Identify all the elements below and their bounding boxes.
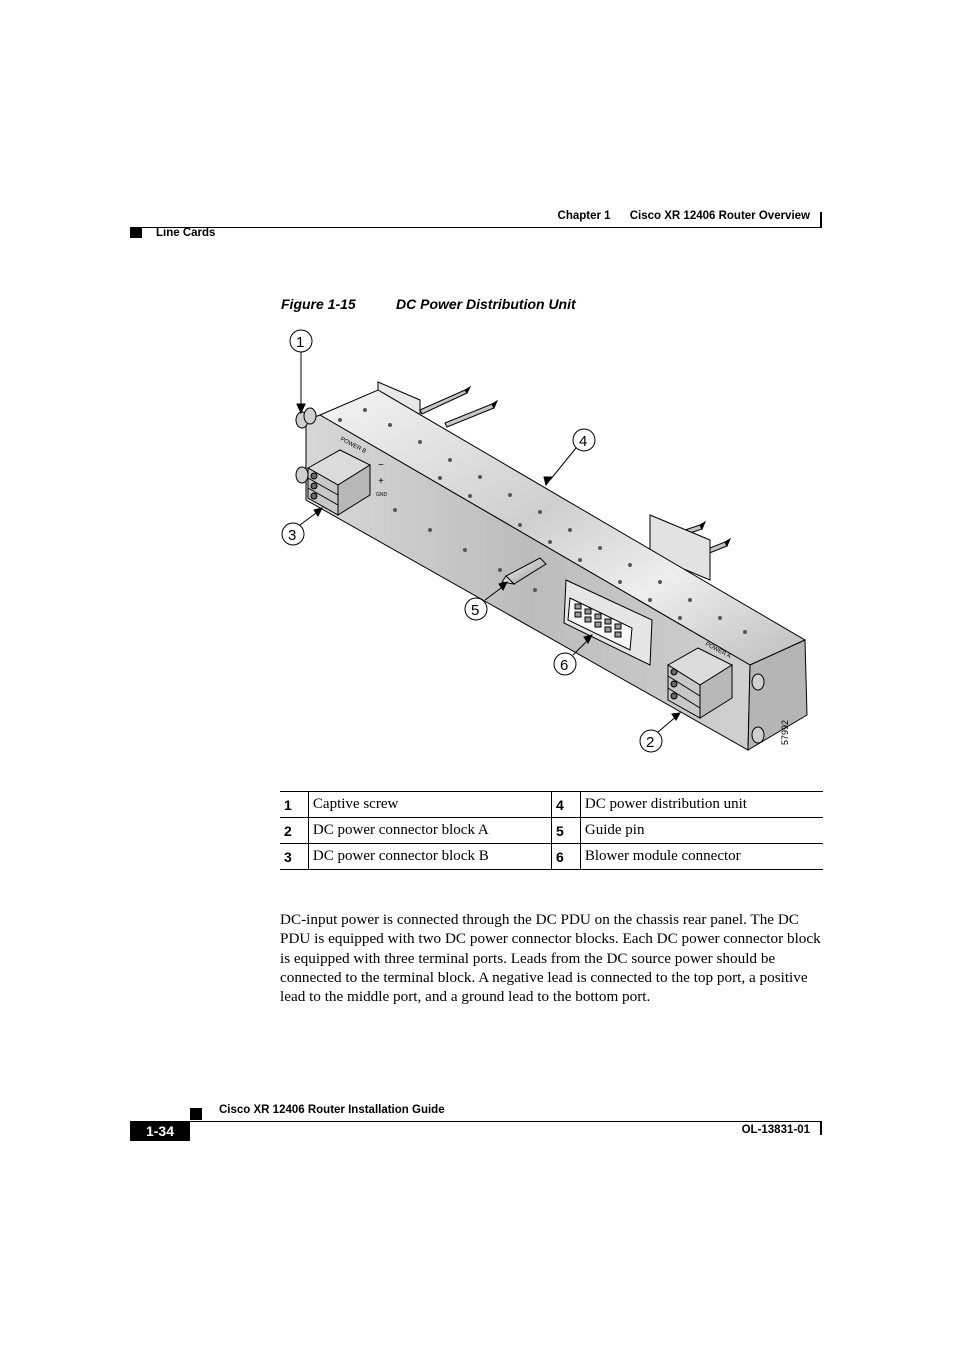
art-number: 57992: [780, 720, 790, 745]
footer-marker-block: [190, 1108, 202, 1120]
callout-6: 6: [560, 657, 568, 674]
footer-guide-title: Cisco XR 12406 Router Installation Guide: [219, 1104, 445, 1116]
table-row: 1 Captive screw 4 DC power distribution …: [280, 791, 823, 818]
power-connector-block-a: POWER A: [667, 641, 734, 719]
table-row: 2 DC power connector block A 5 Guide pin: [280, 817, 823, 844]
legend-description: Blower module connector: [580, 843, 823, 870]
figure-label: Figure 1-15: [281, 296, 356, 312]
legend-number: 4: [551, 791, 581, 818]
callout-3: 3: [288, 527, 296, 544]
legend-description: DC power distribution unit: [580, 791, 823, 818]
callout-5: 5: [471, 602, 479, 619]
figure-caption: Figure 1-15 DC Power Distribution Unit: [281, 296, 576, 312]
callouts: 1 2 3 4 5 6: [281, 329, 681, 753]
table-row: 3 DC power connector block B 6 Blower mo…: [280, 843, 823, 870]
gnd-label: GND: [376, 492, 388, 498]
plus-label: +: [378, 476, 384, 487]
legend-number: 5: [551, 817, 581, 844]
minus-label: −: [378, 460, 384, 471]
legend-description: DC power connector block B: [308, 843, 552, 870]
legend-description: Guide pin: [580, 817, 823, 844]
captive-screws: [295, 407, 765, 744]
figure-legend-table: 1 Captive screw 4 DC power distribution …: [280, 791, 823, 870]
header-rule: [130, 227, 822, 228]
footer-rule: [130, 1121, 822, 1122]
dc-pdu-illustration: POWER B − + GND POWER A 57992: [270, 320, 830, 770]
footer-rule-bar: [820, 1121, 822, 1135]
legend-number: 3: [280, 843, 309, 870]
header-section-title: Line Cards: [156, 227, 216, 239]
page-number: 1-34: [130, 1121, 190, 1141]
figure-title: DC Power Distribution Unit: [396, 296, 576, 312]
legend-description: DC power connector block A: [308, 817, 552, 844]
legend-number: 1: [280, 791, 309, 818]
pdu-end-face: [747, 639, 808, 751]
header-chapter-title: Chapter 1 Cisco XR 12406 Router Overview: [557, 210, 810, 222]
legend-description: Captive screw: [308, 791, 552, 818]
document-number: OL-13831-01: [741, 1124, 810, 1136]
legend-number: 6: [551, 843, 581, 870]
header-marker-block: [130, 228, 142, 238]
body-paragraph: DC-input power is connected through the …: [280, 911, 821, 1006]
callout-2: 2: [646, 734, 654, 751]
blower-module-connector: [563, 579, 653, 666]
callout-1: 1: [296, 334, 304, 351]
legend-number: 2: [280, 817, 309, 844]
callout-4: 4: [579, 433, 587, 450]
header-rule-bar: [820, 212, 822, 228]
